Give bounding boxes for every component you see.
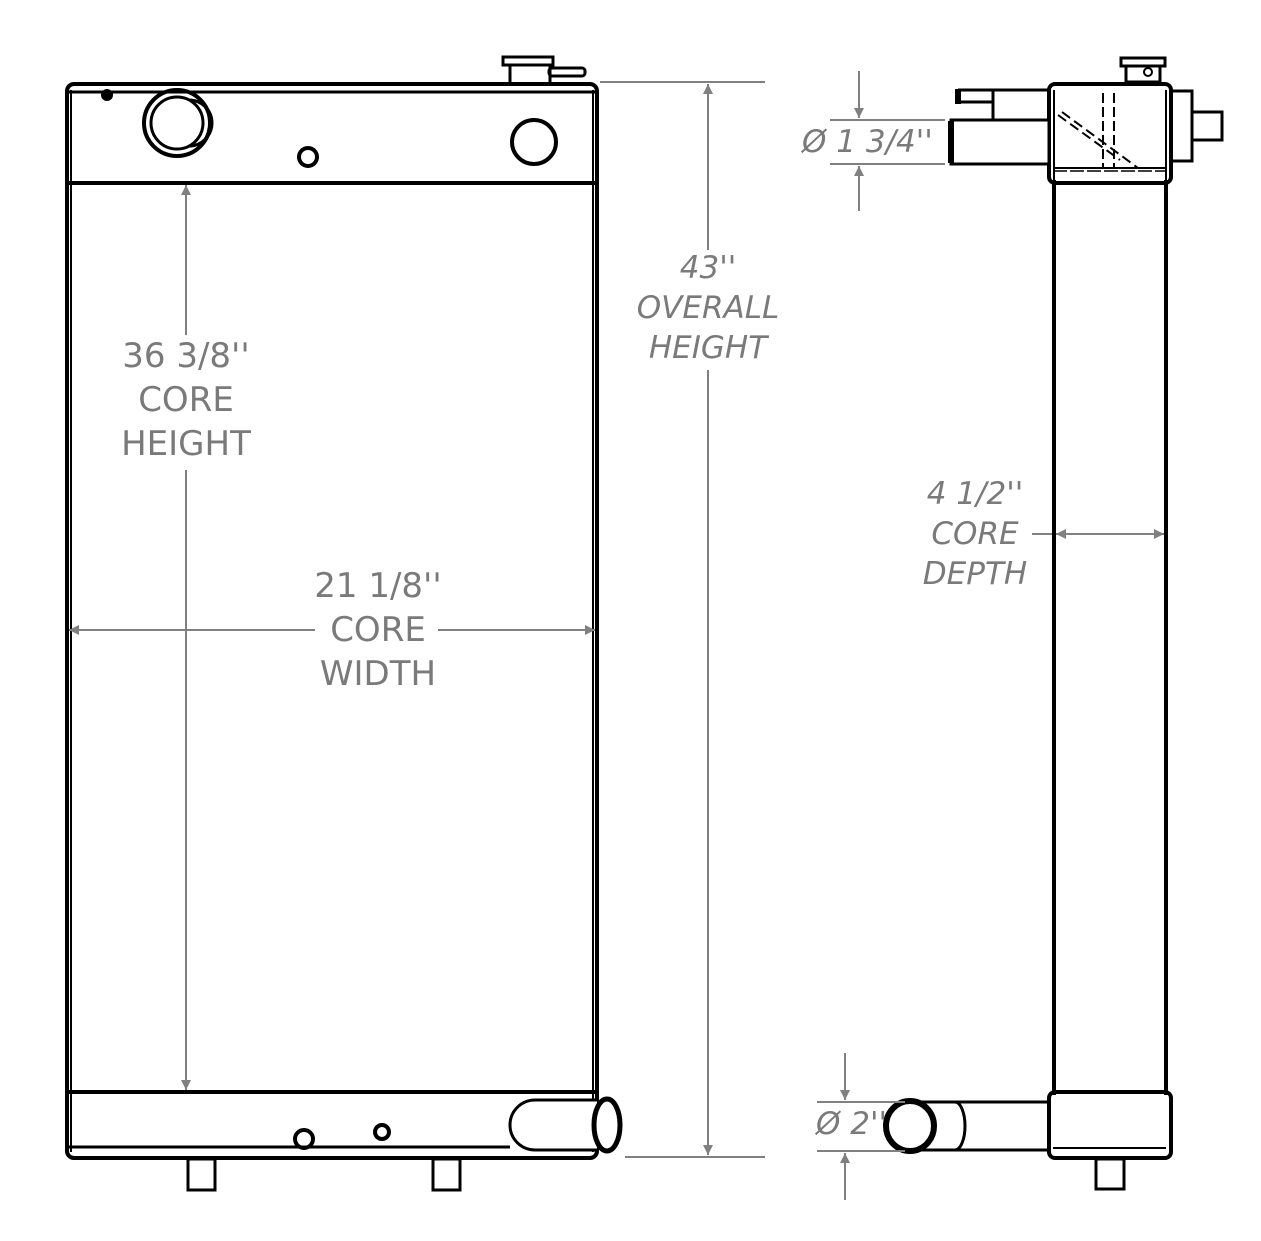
inlet-diameter-value: 1 3/4'' xyxy=(836,124,933,160)
core-width-text-2: WIDTH xyxy=(319,654,437,694)
core-depth-text-2: DEPTH xyxy=(922,556,1028,592)
outlet-diameter-label: Ø 2'' xyxy=(816,1104,887,1144)
overall-height-text-1: OVERALL xyxy=(636,290,780,326)
core-depth-text-1: CORE xyxy=(931,516,1019,552)
core-height-text-1: CORE xyxy=(138,380,234,420)
diameter-symbol: Ø xyxy=(816,1106,841,1142)
core-depth-value: 4 1/2'' xyxy=(926,476,1024,512)
core-height-text-2: HEIGHT xyxy=(121,424,251,464)
overall-height-label: 43'' OVERALL HEIGHT xyxy=(618,248,798,368)
core-depth-label: 4 1/2'' CORE DEPTH xyxy=(900,474,1050,594)
outlet-diameter-value: 2'' xyxy=(850,1106,888,1142)
inlet-diameter-label: Ø 1 3/4'' xyxy=(802,122,933,162)
core-width-value: 21 1/8'' xyxy=(314,566,442,606)
front-dimensions xyxy=(69,81,765,1158)
overall-height-value: 43'' xyxy=(679,250,737,286)
core-width-label: 21 1/8'' CORE WIDTH xyxy=(288,564,468,696)
overall-height-text-2: HEIGHT xyxy=(648,330,768,366)
side-view xyxy=(883,56,1224,1191)
core-height-label: 36 3/8'' CORE HEIGHT xyxy=(96,334,276,466)
front-view xyxy=(65,55,623,1192)
core-height-value: 36 3/8'' xyxy=(122,336,250,376)
diameter-symbol: Ø xyxy=(802,124,827,160)
side-dimensions xyxy=(817,71,1164,1200)
core-width-text-1: CORE xyxy=(330,610,426,650)
